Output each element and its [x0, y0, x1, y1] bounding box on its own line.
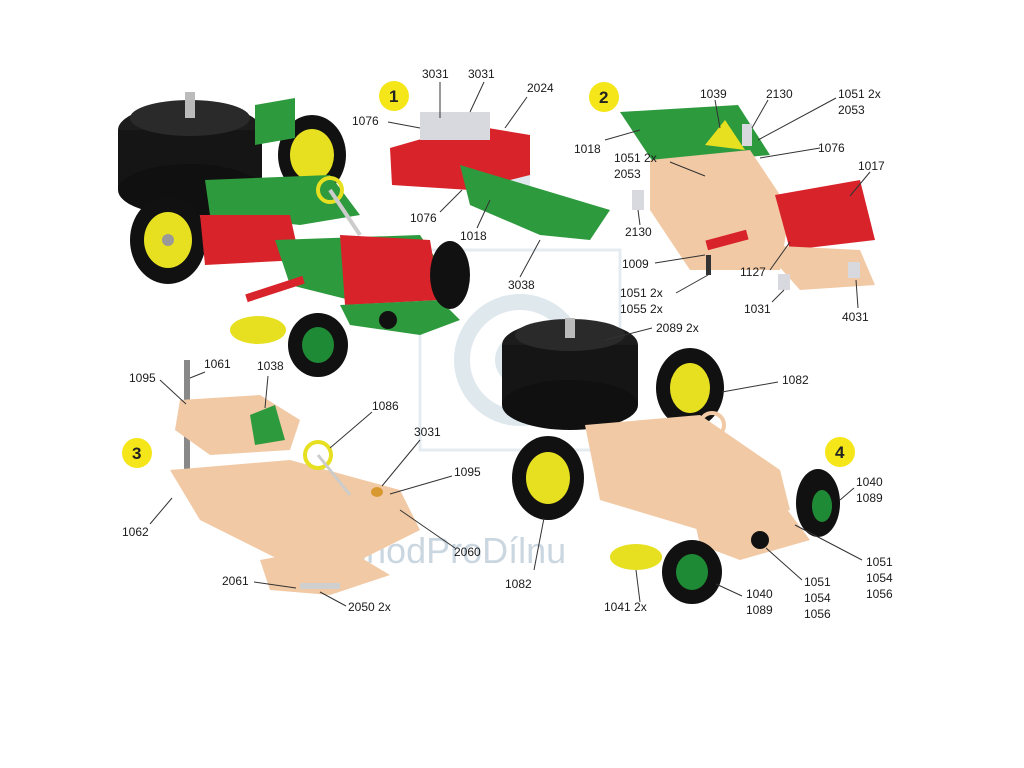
label-1076: 1076	[352, 114, 379, 128]
label-1095: 1095	[129, 371, 156, 385]
step-number-3: 3	[132, 444, 141, 463]
step-1-assembled-tractor	[118, 92, 470, 377]
label-3038: 3038	[508, 278, 535, 292]
step-number-1: 1	[389, 87, 398, 106]
step-4-badge: 4	[825, 437, 855, 467]
step-number-4: 4	[835, 443, 845, 462]
label-2053: 2053	[614, 167, 641, 181]
label-1051: 1051	[866, 555, 893, 569]
label-1051: 1051	[804, 575, 831, 589]
step-2-badge: 2	[589, 82, 619, 112]
label-2024: 2024	[527, 81, 554, 95]
step-4-parts-diagram	[502, 318, 840, 604]
step-number-2: 2	[599, 88, 608, 107]
label-1095: 1095	[454, 465, 481, 479]
label-1051-2x: 1051 2x	[620, 286, 663, 300]
label-1038: 1038	[257, 359, 284, 373]
label-1040: 1040	[856, 475, 883, 489]
step-4-callouts: 2089 2x 1082 1040 1089 1082 1051 1054 10…	[505, 321, 893, 621]
label-1039: 1039	[700, 87, 727, 101]
step-3-callouts: 1095 1061 1038 1086 3031 1095 1062 2060 …	[122, 357, 481, 614]
label-2050-2x: 2050 2x	[348, 600, 391, 614]
step-1-badge: 1	[379, 81, 409, 111]
label-1089: 1089	[746, 603, 773, 617]
label-3031: 3031	[468, 67, 495, 81]
label-2089-2x: 2089 2x	[656, 321, 699, 335]
label-1041-2x: 1041 2x	[604, 600, 647, 614]
label-1054: 1054	[804, 591, 831, 605]
step-1-callouts: 3031 3031 2024 1076 1076 1018 3038	[352, 67, 554, 292]
label-1055-2x: 1055 2x	[620, 302, 663, 316]
label-1082: 1082	[782, 373, 809, 387]
label-1127: 1127	[740, 265, 766, 279]
label-1054: 1054	[866, 571, 893, 585]
label-4031: 4031	[842, 310, 869, 324]
label-1009: 1009	[622, 257, 649, 271]
label-1086: 1086	[372, 399, 399, 413]
step-3-parts-diagram	[170, 360, 420, 595]
step-2-parts-diagram	[620, 105, 875, 290]
label-1076: 1076	[410, 211, 437, 225]
label-2060: 2060	[454, 545, 481, 559]
label-1089: 1089	[856, 491, 883, 505]
label-3031: 3031	[422, 67, 449, 81]
step-3-badge: 3	[122, 438, 152, 468]
step-1-parts-diagram	[390, 112, 610, 240]
label-2130: 2130	[766, 87, 793, 101]
label-1051-2x: 1051 2x	[838, 87, 881, 101]
label-1082: 1082	[505, 577, 532, 591]
label-2053: 2053	[838, 103, 865, 117]
label-2061: 2061	[222, 574, 249, 588]
step-2-callouts: 1039 2130 1051 2x 2053 1018 1076 1051 2x…	[574, 87, 885, 324]
label-1062: 1062	[122, 525, 149, 539]
label-2130: 2130	[625, 225, 652, 239]
label-1056: 1056	[804, 607, 831, 621]
label-1040: 1040	[746, 587, 773, 601]
label-1017: 1017	[858, 159, 885, 173]
label-1018: 1018	[460, 229, 487, 243]
label-1051-2x: 1051 2x	[614, 151, 657, 165]
label-1056: 1056	[866, 587, 893, 601]
label-1076: 1076	[818, 141, 845, 155]
label-3031: 3031	[414, 425, 441, 439]
label-1018: 1018	[574, 142, 601, 156]
label-1061: 1061	[204, 357, 231, 371]
label-1031: 1031	[744, 302, 771, 316]
